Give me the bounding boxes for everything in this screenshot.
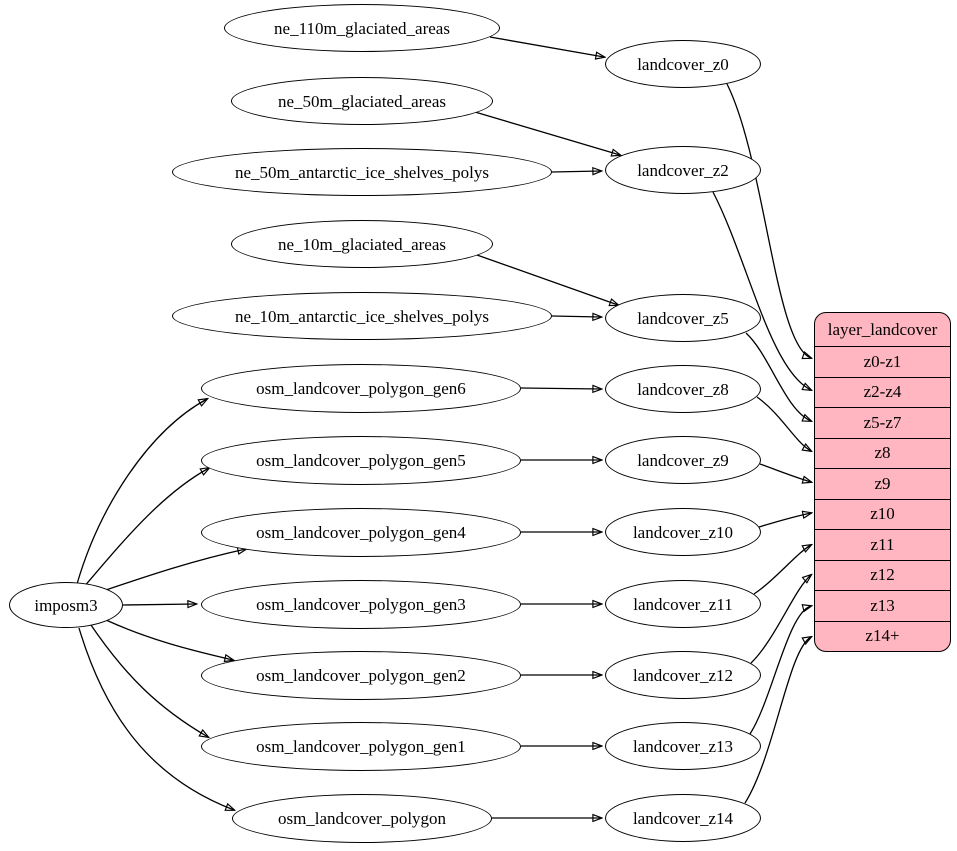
record-row-z13: z13 bbox=[815, 591, 950, 622]
node-landcover_z5: landcover_z5 bbox=[605, 294, 761, 342]
node-landcover_z0: landcover_z0 bbox=[605, 40, 761, 88]
node-landcover_z2: landcover_z2 bbox=[605, 146, 761, 194]
record-row-z14plus: z14+ bbox=[865, 626, 900, 646]
node-osm_landcover_polygon_gen3: osm_landcover_polygon_gen3 bbox=[201, 580, 521, 629]
edge-osm_landcover_polygon_gen6-landcover_z8 bbox=[520, 388, 601, 389]
record-row-z10: z10 bbox=[815, 500, 950, 530]
record-row-z9: z9 bbox=[815, 469, 950, 500]
record-row-z5-z7: z5-z7 bbox=[815, 408, 950, 439]
edge-landcover_z12-row-z12 bbox=[750, 575, 811, 664]
edge-imposm3-osm_landcover_polygon_gen5 bbox=[82, 468, 209, 589]
edge-landcover_z14-row-z14plus bbox=[744, 637, 811, 804]
node-osm_landcover_polygon_gen2: osm_landcover_polygon_gen2 bbox=[201, 651, 521, 700]
node-osm_landcover_polygon_gen4: osm_landcover_polygon_gen4 bbox=[201, 508, 521, 557]
record-title: layer_landcover bbox=[815, 313, 950, 347]
node-landcover_z12: landcover_z12 bbox=[605, 651, 761, 699]
record-row-z2-z4: z2-z4 bbox=[815, 378, 950, 408]
edge-imposm3-osm_landcover_polygon_gen6 bbox=[76, 399, 207, 585]
edge-landcover_z0-row-z0-z1 bbox=[726, 83, 811, 358]
edge-landcover_z5-row-z5-z7 bbox=[745, 332, 811, 421]
node-landcover_z14: landcover_z14 bbox=[605, 794, 761, 842]
node-osm_landcover_polygon: osm_landcover_polygon bbox=[232, 794, 492, 843]
record-row-z8: z8 bbox=[815, 439, 950, 469]
node-ne_50m_glaciated_areas: ne_50m_glaciated_areas bbox=[231, 77, 493, 125]
node-osm_landcover_polygon_gen5: osm_landcover_polygon_gen5 bbox=[201, 436, 521, 485]
edge-ne_50m_antarctic_ice_shelves_polys-landcover_z2 bbox=[551, 171, 601, 172]
record-row-z0-z1: z0-z1 bbox=[815, 347, 950, 378]
record-row-z11: z11 bbox=[815, 530, 950, 561]
record-layer_landcover: layer_landcover z0-z1 z2-z4 z5-z7 z8 z9 … bbox=[814, 312, 951, 652]
edge-imposm3-osm_landcover_polygon bbox=[78, 627, 234, 810]
edge-ne_10m_antarctic_ice_shelves_polys-landcover_z5 bbox=[551, 316, 601, 317]
node-landcover_z10: landcover_z10 bbox=[605, 508, 761, 556]
edge-ne_50m_glaciated_areas-landcover_z2 bbox=[474, 111, 620, 155]
node-ne_10m_antarctic_ice_shelves_polys: ne_10m_antarctic_ice_shelves_polys bbox=[172, 292, 552, 340]
edge-landcover_z8-row-z8 bbox=[756, 396, 811, 451]
node-landcover_z8: landcover_z8 bbox=[605, 365, 761, 413]
node-ne_110m_glaciated_areas: ne_110m_glaciated_areas bbox=[224, 4, 500, 52]
edge-landcover_z10-row-z10 bbox=[758, 513, 811, 528]
node-osm_landcover_polygon_gen6: osm_landcover_polygon_gen6 bbox=[201, 364, 521, 413]
node-landcover_z13: landcover_z13 bbox=[605, 722, 761, 770]
edge-landcover_z9-row-z9 bbox=[759, 463, 811, 482]
node-ne_10m_glaciated_areas: ne_10m_glaciated_areas bbox=[231, 220, 493, 268]
node-landcover_z11: landcover_z11 bbox=[605, 580, 761, 628]
edge-landcover_z11-row-z11 bbox=[753, 545, 811, 595]
edge-landcover_z13-row-z13 bbox=[749, 606, 811, 735]
node-landcover_z9: landcover_z9 bbox=[605, 436, 761, 484]
edge-ne_10m_glaciated_areas-landcover_z5 bbox=[476, 254, 618, 305]
record-row-z12: z12 bbox=[815, 561, 950, 591]
edge-imposm3-osm_landcover_polygon_gen3 bbox=[122, 604, 196, 605]
edge-imposm3-osm_landcover_polygon_gen1 bbox=[90, 624, 208, 737]
node-imposm3: imposm3 bbox=[9, 582, 123, 628]
node-osm_landcover_polygon_gen1: osm_landcover_polygon_gen1 bbox=[201, 722, 521, 771]
edge-landcover_z2-row-z2-z4 bbox=[712, 191, 811, 390]
edge-imposm3-osm_landcover_polygon_gen4 bbox=[99, 549, 246, 593]
edge-ne_110m_glaciated_areas-landcover_z0 bbox=[489, 36, 604, 57]
edge-imposm3-osm_landcover_polygon_gen2 bbox=[105, 619, 233, 660]
node-ne_50m_antarctic_ice_shelves_polys: ne_50m_antarctic_ice_shelves_polys bbox=[172, 148, 552, 196]
